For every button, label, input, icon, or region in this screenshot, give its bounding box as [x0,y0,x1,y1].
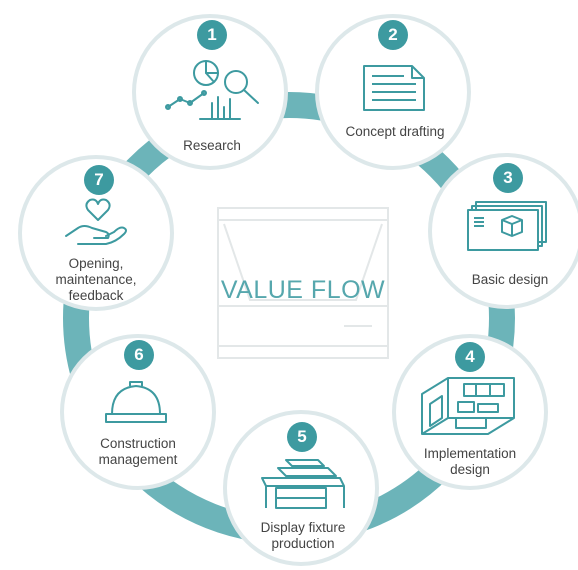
hard-hat-icon [105,381,167,423]
heart-hand-icon [65,198,127,245]
room-layout-icon [421,377,515,435]
step-label-concept-drafting: Concept drafting [345,124,445,139]
step-5-badge: 5 [287,422,317,452]
step-2-badge: 2 [378,20,408,50]
step-label-display-fixture-production: Display fixture production [260,520,346,551]
display-fixture-icon [261,459,345,509]
design-screens-icon [467,201,547,251]
step-label-construction-management: Construction management [98,436,178,467]
step-4-badge: 4 [455,342,485,372]
step-label-research: Research [183,138,241,153]
step-1-badge: 1 [197,20,227,50]
step-7-badge: 7 [84,165,114,195]
step-6-badge: 6 [124,340,154,370]
step-3-badge: 3 [493,163,523,193]
step-label-opening-maintenance-feedback: Opening, maintenance, feedback [55,256,137,303]
research-chart-icon [165,60,259,120]
step-label-basic-design: Basic design [471,272,549,287]
step-label-implementation-design: Implementation design [423,446,517,477]
document-icon [363,65,425,111]
center-title: VALUE FLOW [220,276,386,304]
